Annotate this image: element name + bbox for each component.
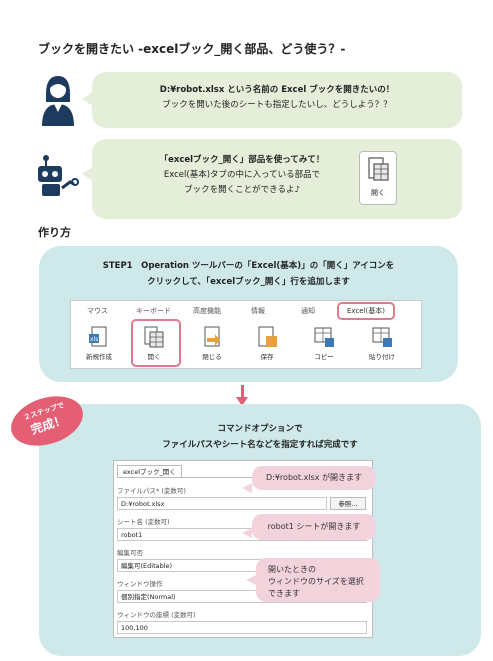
callout-window-line-1: 開いたときの (268, 565, 316, 574)
robot-avatar-icon (38, 155, 79, 196)
answer-bubble: 「excelブック_開く」部品を使ってみて！ Excel(基本)タブの中に入って… (92, 139, 462, 219)
coord-input[interactable]: 100,100 (117, 621, 367, 634)
step2-line-2: ファイルパスやシート名などを指定すれば完成です (162, 440, 358, 450)
window-op-label: ウィンドウ操作 (117, 580, 163, 588)
question-line-2: ブックを開いた後のシートも指定したいし、どうしよう？？ (162, 100, 392, 110)
tab-excel-open[interactable]: excelブック_開く (117, 465, 182, 478)
copy-icon[interactable] (313, 326, 335, 348)
open-book-icon (368, 157, 389, 181)
callout-window-line-2: ウィンドウのサイズを選択 (268, 577, 364, 586)
question-line-1: D:¥robot.xlsx という名前の Excel ブックを開きたいの！ (159, 85, 395, 95)
answer-line-3: ブックを開くことができるよ♪ (184, 185, 300, 195)
answer-line-2: Excel(基本)タブの中に入っている部品で (163, 170, 321, 180)
page-title: ブックを開きたい -excelブック_開く部品、どう使う？- (38, 42, 346, 56)
down-arrow-icon (241, 385, 244, 398)
tab-info[interactable]: 情報 (251, 307, 265, 315)
sheet-label: シート名 (変数可) (117, 518, 170, 526)
open-book-button-preview: 開く (359, 151, 397, 205)
open-icon-label: 開く (371, 189, 385, 197)
woman-avatar-icon (42, 76, 74, 126)
coord-label: ウィンドウの座標 (変数可) (117, 611, 196, 619)
close-book-icon[interactable] (201, 326, 223, 348)
new-label: 新規作成 (86, 353, 112, 361)
step1-line-1: STEP1 Operation ツールバーの「Excel(基本)」の「開く」アイ… (102, 261, 395, 271)
open-button[interactable] (131, 319, 181, 367)
down-arrow-head (236, 397, 248, 406)
step2-line-1: コマンドオプションで (217, 424, 303, 434)
paste-icon[interactable] (371, 326, 393, 348)
tab-notify[interactable]: 通知 (301, 307, 315, 315)
tab-advanced[interactable]: 高度機能 (193, 307, 221, 315)
callout-file-path: D:¥robot.xlsx が開きます (252, 466, 376, 490)
close-label: 閉じる (202, 353, 222, 361)
open-label: 開く (147, 353, 161, 361)
callout-sheet: robot1 シートが開きます (252, 514, 376, 540)
browse-button[interactable]: 参照... (330, 497, 366, 510)
howto-heading: 作り方 (38, 226, 71, 239)
new-book-icon[interactable]: xls (88, 326, 110, 348)
copy-label: コピー (314, 353, 334, 361)
file-path-label: ファイルパス* (変数可) (117, 487, 186, 495)
step1-line-2: クリックして、「excelブック_開く」行を追加します (147, 277, 350, 287)
operation-toolbar: マウス キーボード 高度機能 情報 通知 Excel(基本) xls 新規作成 … (70, 300, 422, 369)
tab-excel-basic[interactable]: Excel(基本) (337, 302, 396, 320)
callout-window: 開いたときの ウィンドウのサイズを選択 できます (256, 558, 380, 602)
save-label: 保存 (260, 353, 274, 361)
file-path-input[interactable]: D:¥robot.xlsx (117, 497, 327, 510)
paste-label: 貼り付け (369, 353, 395, 361)
tab-keyboard[interactable]: キーボード (136, 307, 171, 315)
editable-label: 編集可否 (117, 549, 143, 557)
save-book-icon[interactable] (256, 326, 278, 348)
answer-line-1: 「excelブック_開く」部品を使ってみて！ (159, 155, 325, 165)
question-bubble: D:¥robot.xlsx という名前の Excel ブックを開きたいの！ ブッ… (92, 72, 462, 128)
callout-window-line-3: できます (268, 589, 300, 598)
open-book-icon (144, 326, 164, 348)
svg-text:xls: xls (90, 336, 98, 343)
tab-mouse[interactable]: マウス (87, 307, 108, 315)
